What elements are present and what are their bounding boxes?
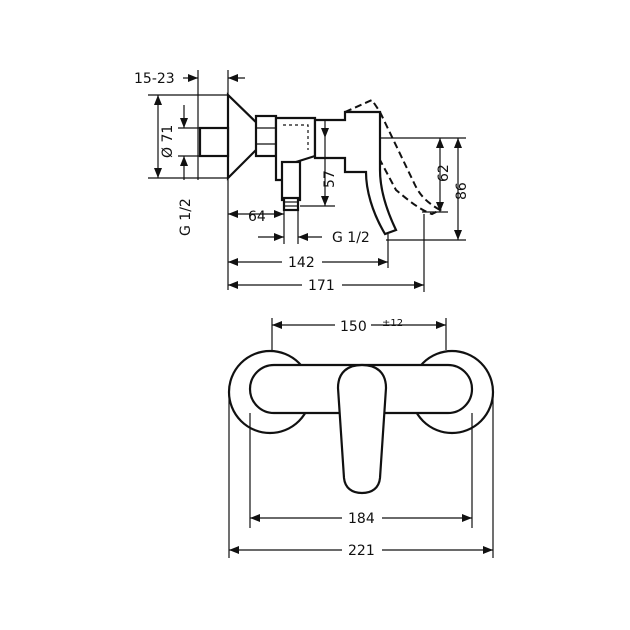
front-view: 150 ±12 184 221 bbox=[227, 315, 495, 559]
outlet-thread bbox=[282, 196, 300, 212]
dim-tolerance-label: ±12 bbox=[382, 318, 403, 329]
connector-nut bbox=[254, 114, 278, 158]
dim-171-label: 171 bbox=[308, 278, 335, 294]
inlet-stub bbox=[198, 126, 230, 158]
dim-57-label: 57 bbox=[322, 170, 338, 188]
dim-outlet-thread-label: G 1/2 bbox=[332, 230, 370, 246]
side-view: 15-23 Ø 71 G 1/2 bbox=[134, 70, 470, 294]
dim-inlet-thread-label: G 1/2 bbox=[178, 198, 194, 236]
dim-184-label: 184 bbox=[348, 511, 375, 527]
dim-86-label: 86 bbox=[454, 182, 470, 200]
outlet-body bbox=[280, 160, 302, 202]
dim-221-label: 221 bbox=[348, 543, 375, 559]
dim-diameter-label: Ø 71 bbox=[160, 125, 176, 158]
dim-62-label: 62 bbox=[436, 164, 452, 182]
lever-front bbox=[336, 363, 388, 495]
mixer-housing bbox=[313, 110, 398, 236]
dim-flange-label: 15-23 bbox=[134, 71, 175, 87]
dim-150-label: 150 bbox=[340, 319, 367, 335]
dim-64-label: 64 bbox=[248, 209, 266, 225]
dim-142-label: 142 bbox=[288, 255, 315, 271]
